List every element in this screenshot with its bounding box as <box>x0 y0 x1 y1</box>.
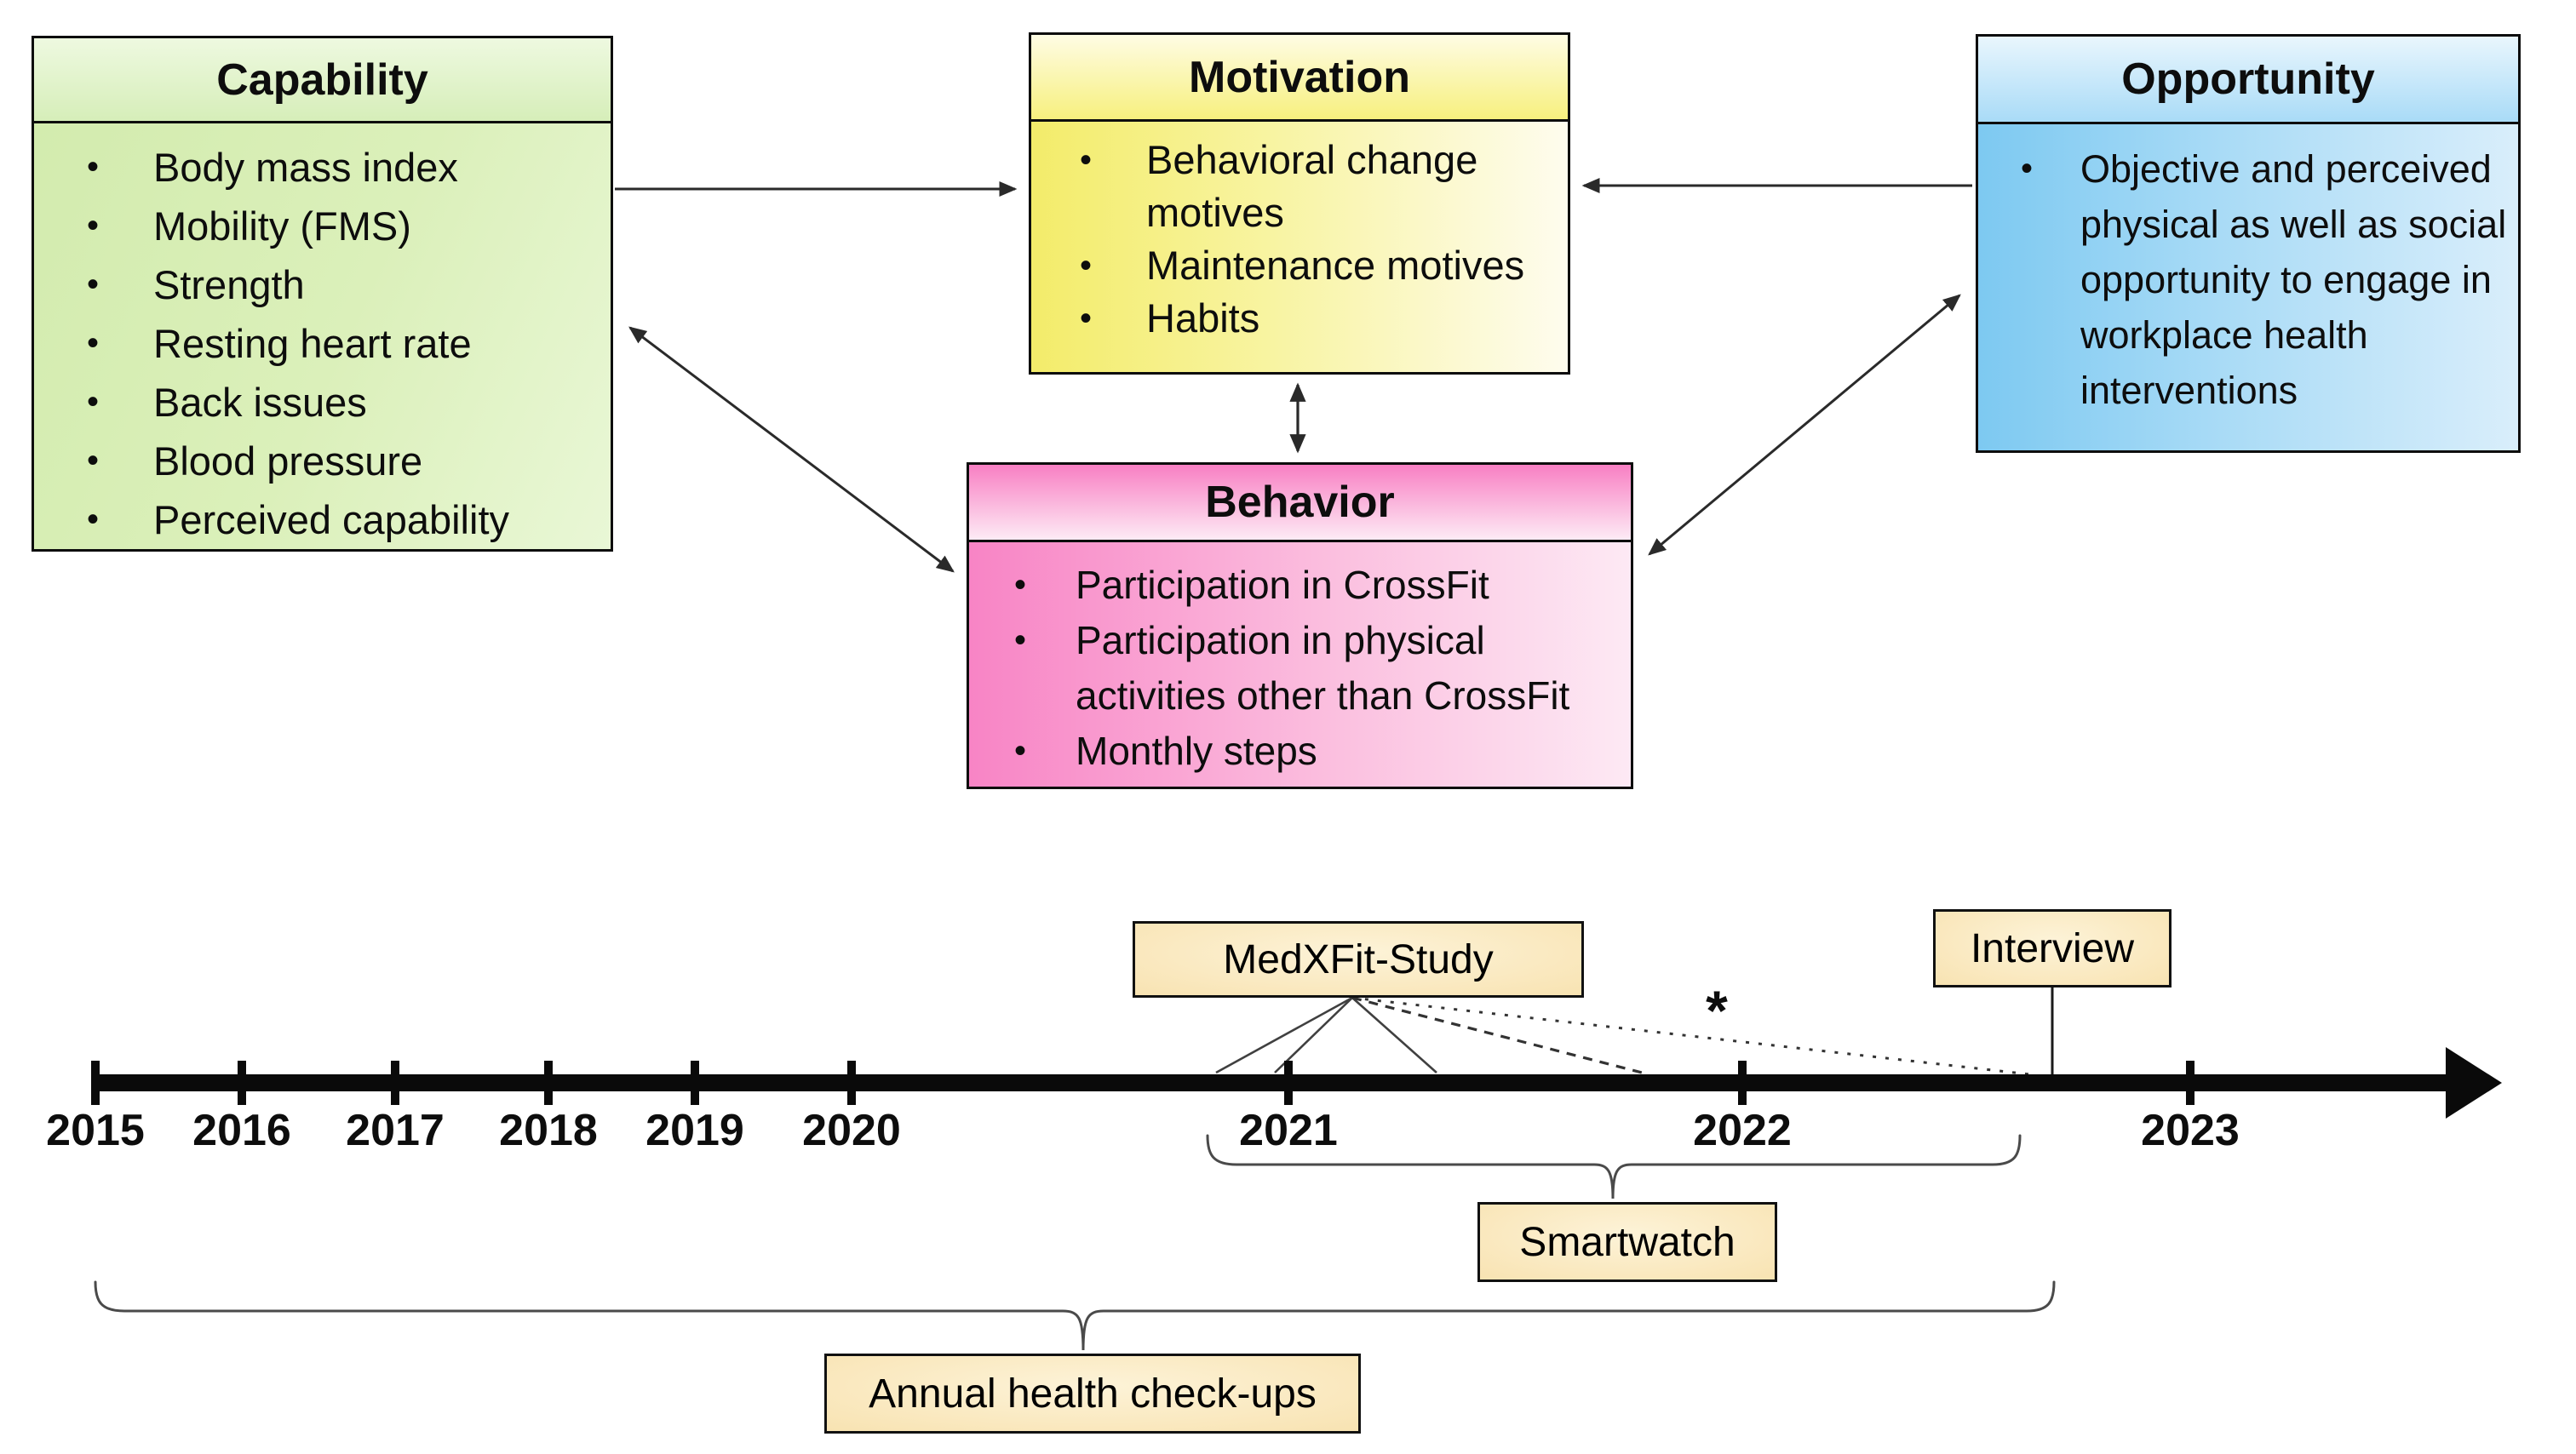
behavior-box: Behavior Participation in CrossFitPartic… <box>967 462 1633 789</box>
motivation-list: Behavioral change motivesMaintenance mot… <box>1031 122 1568 345</box>
timeline-bar <box>94 1074 2451 1091</box>
capability-behavior-double-arrow <box>628 326 955 573</box>
bullet-item: Monthly steps <box>1014 724 1622 779</box>
behavior-box-title: Behavior <box>969 465 1631 542</box>
year-label-2022: 2022 <box>1693 1106 1792 1155</box>
timeline-arrowhead-icon <box>2446 1047 2502 1119</box>
capability-box: Capability Body mass indexMobility (FMS)… <box>32 36 613 552</box>
tick-2015 <box>91 1061 100 1105</box>
tick-2018 <box>544 1061 553 1105</box>
asterisk-marker: * <box>1706 979 1728 1042</box>
year-label-2016: 2016 <box>192 1106 291 1155</box>
bullet-item: Objective and perceived physical as well… <box>2021 141 2511 418</box>
year-label-2019: 2019 <box>645 1106 744 1155</box>
opportunity-box-title: Opportunity <box>1978 37 2518 124</box>
year-label-2023: 2023 <box>2141 1106 2240 1155</box>
tick-2021 <box>1284 1061 1293 1105</box>
year-label-2020: 2020 <box>802 1106 901 1155</box>
study-timepoint-line-2 <box>1274 997 1353 1073</box>
checkups-label-box: Annual health check-ups <box>824 1354 1361 1434</box>
capability-list: Body mass indexMobility (FMS)StrengthRes… <box>34 123 611 549</box>
opportunity-behavior-double-arrow <box>1648 294 1961 556</box>
motivation-box-title: Motivation <box>1031 35 1568 122</box>
tick-2019 <box>691 1061 699 1105</box>
study-timepoint-line-3 <box>1351 997 1437 1073</box>
bullet-item: Back issues <box>87 373 602 432</box>
bullet-item: Body mass index <box>87 138 602 197</box>
behavior-list: Participation in CrossFitParticipation i… <box>969 542 1631 779</box>
opportunity-box: Opportunity Objective and perceived phys… <box>1976 34 2521 453</box>
year-label-2018: 2018 <box>499 1106 598 1155</box>
bullet-item: Strength <box>87 255 602 314</box>
medxfit-study-label-box: MedXFit-Study <box>1133 921 1584 998</box>
year-label-2017: 2017 <box>346 1106 445 1155</box>
checkups-brace <box>94 1280 2056 1351</box>
bullet-item: Blood pressure <box>87 432 602 490</box>
tick-2020 <box>847 1061 856 1105</box>
tick-2016 <box>238 1061 246 1105</box>
bullet-item: Perceived capability <box>87 490 602 549</box>
bullet-item: Participation in physical activities oth… <box>1014 613 1622 724</box>
tick-2017 <box>391 1061 399 1105</box>
capability-box-title: Capability <box>34 38 611 123</box>
year-label-2021: 2021 <box>1239 1106 1338 1155</box>
bullet-item: Participation in CrossFit <box>1014 558 1622 613</box>
bullet-item: Mobility (FMS) <box>87 197 602 255</box>
opportunity-list: Objective and perceived physical as well… <box>1978 124 2518 418</box>
motivation-box: Motivation Behavioral change motivesMain… <box>1029 32 1570 375</box>
tick-2023 <box>2186 1061 2194 1105</box>
year-label-2015: 2015 <box>46 1106 145 1155</box>
smartwatch-label-box: Smartwatch <box>1477 1202 1777 1282</box>
bullet-item: Resting heart rate <box>87 314 602 373</box>
bullet-item: Maintenance motives <box>1080 239 1559 292</box>
study-timepoint-line-1 <box>1215 996 1353 1074</box>
interview-label-box: Interview <box>1933 909 2172 987</box>
tick-2022 <box>1738 1061 1747 1105</box>
smartwatch-brace <box>1206 1134 2022 1199</box>
bullet-item: Habits <box>1080 292 1559 345</box>
bullet-item: Behavioral change motives <box>1080 134 1559 239</box>
